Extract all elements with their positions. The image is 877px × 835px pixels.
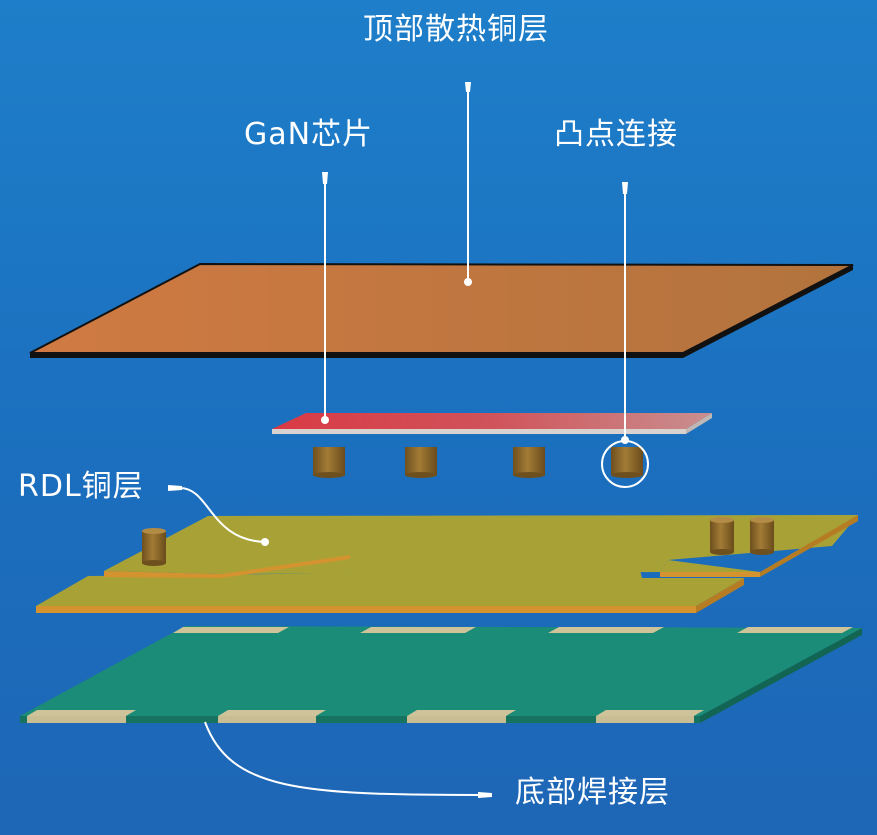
chip-edge	[272, 429, 686, 434]
rdl-pillar	[710, 517, 734, 555]
label-top-copper: 顶部散热铜层	[363, 12, 549, 47]
rdl-upper-edge	[104, 571, 222, 578]
top-copper-layer	[29, 262, 854, 358]
anchor-dot	[261, 538, 269, 546]
pin-marker	[322, 172, 328, 184]
solder-pad	[360, 627, 476, 633]
label-bump-connection: 凸点连接	[554, 117, 678, 152]
rdl-copper-layer	[36, 515, 858, 613]
bottom-layer-side	[700, 628, 862, 723]
solder-pad	[173, 627, 289, 633]
leader-lines	[179, 92, 626, 796]
rdl-lower-side	[696, 578, 744, 613]
pin-marker	[465, 82, 471, 92]
solder-pad	[407, 710, 516, 716]
solder-pad-edge	[407, 716, 506, 723]
solder-pad	[737, 627, 853, 633]
rdl-lower-top	[36, 570, 744, 606]
label-rdl-copper: RDL铜层	[18, 469, 144, 504]
bump-pillar	[405, 447, 437, 478]
pin-marker	[622, 182, 628, 194]
rdl-pillar	[142, 528, 166, 566]
pin-marker	[168, 485, 182, 491]
rdl-pillars	[142, 517, 774, 566]
rdl-lower-edge	[36, 606, 696, 613]
gan-chip-layer	[272, 413, 712, 434]
rdl-upper-side	[760, 515, 858, 577]
bump-connections	[313, 447, 643, 478]
solder-pad-edge	[27, 716, 126, 723]
solder-pad	[218, 710, 326, 716]
chip-side	[686, 413, 712, 434]
rdl-upper-top	[104, 515, 858, 574]
pin-marker	[478, 792, 492, 798]
solder-pad	[596, 710, 704, 716]
bottom-solder-layer	[20, 626, 862, 723]
rdl-pillar	[750, 517, 774, 555]
solder-pad-edge	[218, 716, 316, 723]
bump-pillar	[313, 447, 345, 478]
solder-pad	[27, 710, 136, 716]
label-bottom-solder: 底部焊接层	[515, 775, 670, 810]
leader-bottom	[204, 721, 481, 796]
anchor-dot	[321, 416, 329, 424]
top-layer-edge	[30, 353, 683, 358]
top-layer-side	[683, 265, 853, 358]
bump-pillar	[611, 447, 643, 478]
solder-pad	[548, 627, 664, 633]
rdl-upper-edge	[660, 572, 760, 577]
leader-pins	[168, 82, 629, 798]
chip-top	[272, 413, 712, 429]
top-layer-top	[29, 262, 854, 354]
bottom-layer-top	[20, 626, 862, 716]
bottom-layer-edge	[20, 716, 700, 723]
anchor-dot	[621, 436, 629, 444]
anchor-dot	[464, 278, 472, 286]
bump-pillar	[513, 447, 545, 478]
solder-pad-edge	[596, 716, 694, 723]
rdl-trace-edge	[222, 555, 350, 578]
leader-rdl	[179, 487, 266, 543]
label-gan-chip: GaN芯片	[244, 117, 374, 152]
